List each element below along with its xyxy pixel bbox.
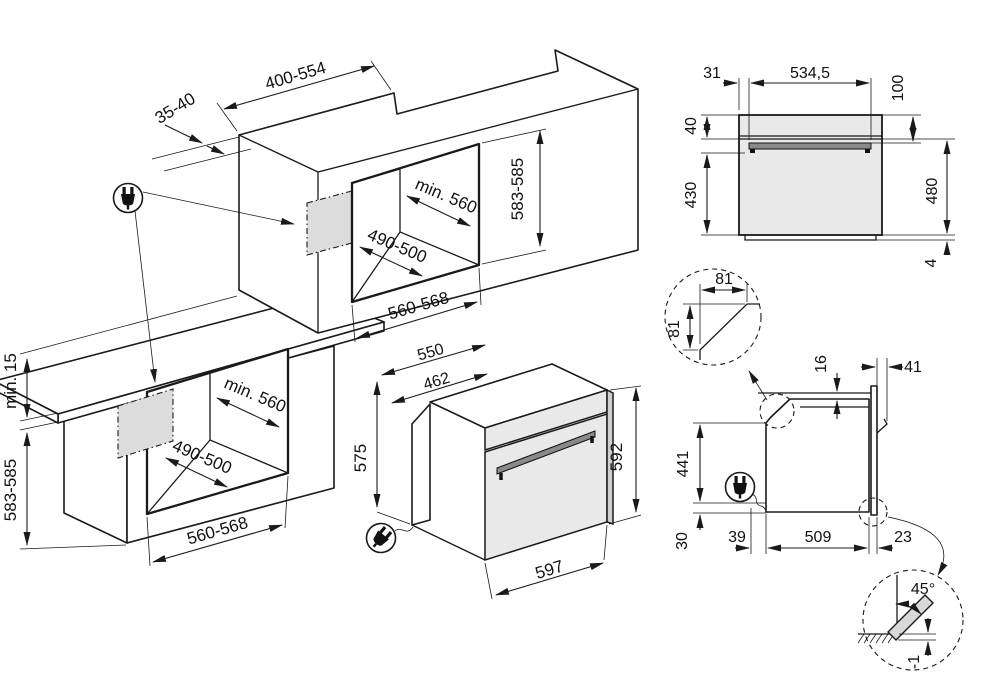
front-view-body [738, 114, 883, 236]
dim-body-height: 441 [675, 451, 692, 478]
ext-front-height [876, 138, 955, 241]
front-view-handle-foot-right [865, 149, 870, 153]
chamfer-mark-circle [759, 393, 795, 429]
ext-front-top [738, 78, 872, 140]
dim-height-front: 592 [607, 443, 626, 471]
dim-depth-body: 462 [421, 370, 452, 394]
dim-width-front: 597 [533, 557, 566, 583]
dim-front-gap: 39 [728, 529, 746, 546]
dim-door-drop: -1 [906, 655, 923, 669]
ext-top-to-handle [871, 114, 921, 144]
door-angle-detail-circle: 45° -1 [857, 569, 964, 671]
front-view-plinth [744, 235, 877, 241]
ext-height-body [376, 511, 411, 525]
ext-niche-height-u [481, 128, 547, 265]
dim-panel-height: 40 [683, 117, 700, 135]
ext-wall-gap [151, 136, 252, 172]
chamfer-profile [699, 303, 760, 360]
dim-chamfer-width: 81 [715, 271, 733, 288]
dim-top-to-handle: 100 [890, 75, 907, 102]
power-connection-zone-lower [117, 388, 174, 459]
dim-door-height: 430 [683, 182, 700, 209]
dim-line-depth-body [391, 373, 488, 404]
oven-isometric-view [359, 363, 614, 562]
door-detail-leader [887, 516, 948, 576]
ext-width-front [484, 524, 608, 600]
oven-bottom-left-edge [411, 524, 486, 561]
dim-line-outer-width-b [152, 524, 283, 563]
side-view-body [765, 398, 870, 513]
plug-leader-upper [142, 191, 295, 225]
dim-line-niche-width-b [165, 457, 228, 488]
dim-bottom-inset: 30 [674, 532, 691, 550]
ext-door-height [701, 152, 745, 236]
dim-line-wall-gap-1 [164, 124, 203, 144]
ext-side-left [693, 422, 766, 514]
dim-top-clearance: min. 15 [1, 353, 20, 409]
dim-door-thickness: 23 [894, 529, 912, 546]
power-plug-icon [112, 182, 144, 214]
dim-body-depth: 509 [805, 529, 832, 546]
ext-panel-height [701, 114, 739, 140]
ext-left-dims [19, 295, 238, 550]
chamfer-ext [683, 284, 748, 351]
ext-outer-width-u [351, 267, 482, 343]
side-view-cable [751, 493, 767, 511]
dim-plinth: 4 [923, 258, 940, 267]
chamfer-detail-circle: 81 81 [664, 268, 762, 366]
front-view-handle-foot-left [750, 149, 755, 153]
dim-depth-total: 550 [416, 341, 446, 365]
dim-line-wall-gap-2 [206, 145, 225, 155]
angle-arc [895, 600, 922, 615]
dim-wall-gap: 35-40 [152, 89, 199, 128]
detail-circle-45 [862, 569, 964, 671]
dim-door-open-angle: 45° [911, 581, 935, 598]
dim-height-body: 575 [351, 444, 370, 472]
power-plug-callout [112, 182, 295, 383]
dim-line-recess [223, 65, 375, 110]
dim-niche-height-upper: 583-585 [508, 158, 527, 220]
ext-handle-depth [876, 358, 888, 421]
oven-side-view: 81 81 16 41 441 30 39 509 23 [664, 268, 964, 671]
dim-line-depth-total [381, 344, 486, 376]
door-open-45 [887, 594, 934, 641]
ext-outer-width-b [146, 475, 289, 567]
dim-line-outer-width-u [356, 301, 478, 339]
oven-door-edge [606, 388, 614, 526]
oven-front-view: 31 534,5 100 40 430 480 4 [683, 65, 955, 267]
dim-handle-width: 534,5 [790, 65, 830, 82]
power-plug-icon [724, 471, 756, 503]
dim-line-width-front [495, 562, 604, 596]
oven-power-cable [394, 526, 414, 532]
dim-niche-height-base: 583-585 [1, 459, 20, 521]
side-view-door [870, 385, 878, 516]
plug-leader-lower [134, 210, 157, 383]
dim-line-niche-depth-u [406, 195, 471, 227]
front-view-panel-lines [739, 135, 882, 140]
detail-circle [664, 268, 762, 366]
ext-side-bottom [750, 508, 878, 554]
power-plug-icon [359, 516, 403, 560]
dim-line-niche-width-u [359, 246, 423, 277]
dim-top-inset: 16 [813, 355, 830, 373]
door-bottom-mark-circle [858, 497, 888, 527]
dim-front-height: 480 [924, 178, 941, 205]
dim-chamfer-height: 81 [666, 320, 683, 338]
oven-handle [496, 430, 596, 475]
oven-left-panel [411, 403, 431, 526]
ext-door-drop [898, 633, 936, 641]
dim-left-offset: 31 [703, 65, 721, 82]
front-view-handle [748, 142, 872, 150]
ground-hatching [857, 633, 895, 644]
side-view-handle [876, 418, 888, 434]
oven-handle-feet [499, 436, 594, 480]
dim-line-niche-depth-b [216, 397, 280, 428]
ext-height-front [608, 385, 642, 525]
dim-handle-depth: 41 [904, 359, 922, 376]
chamfer-leader [748, 370, 768, 401]
